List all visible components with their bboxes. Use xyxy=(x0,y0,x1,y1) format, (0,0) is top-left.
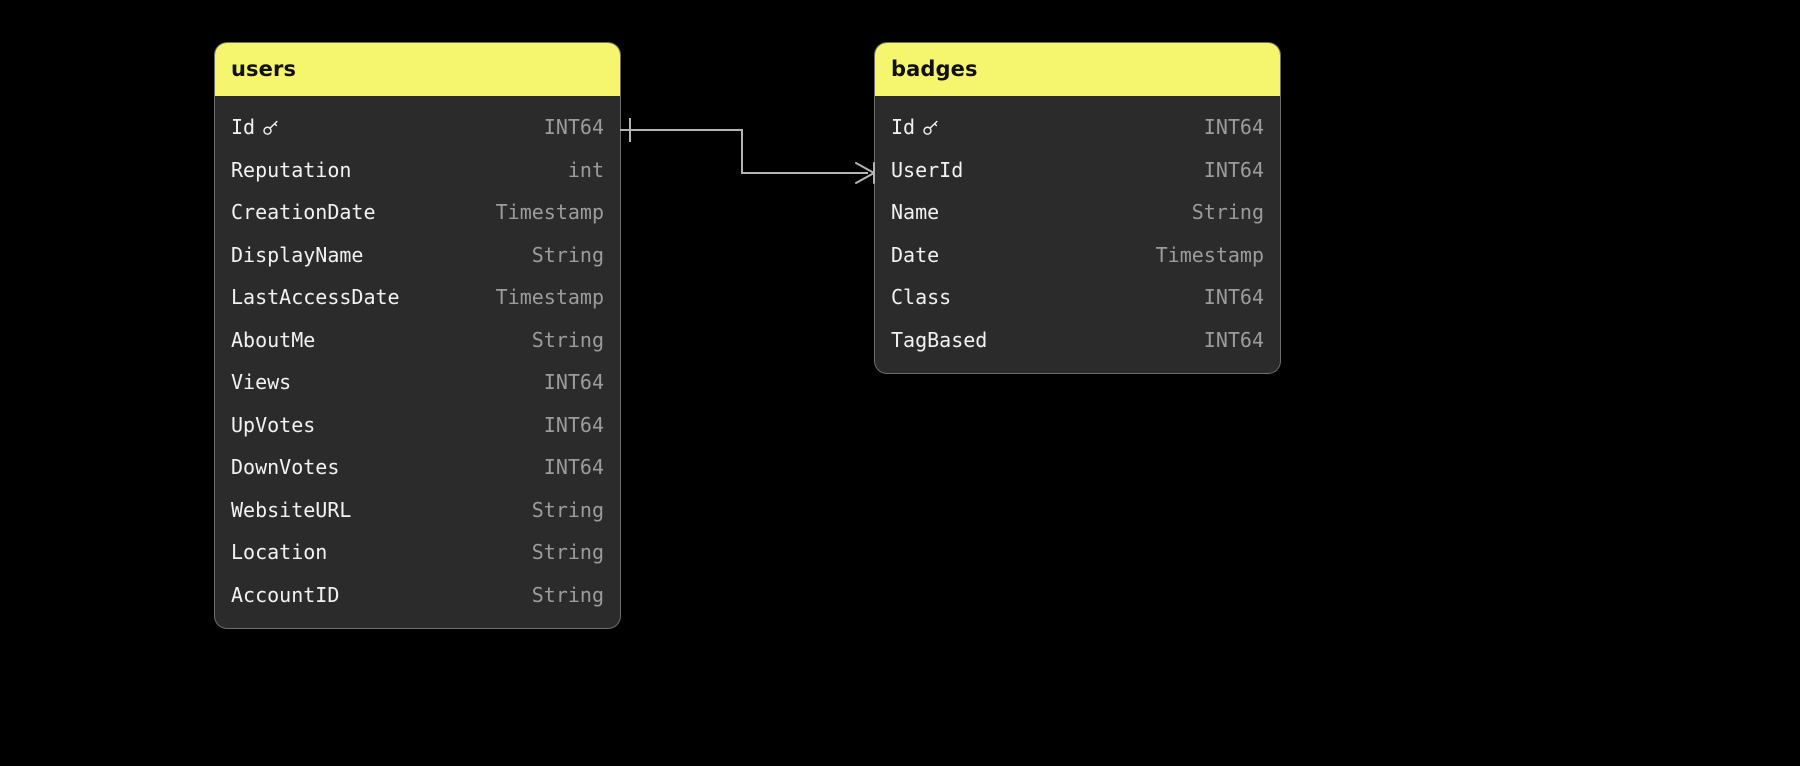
field-type-badges-id: INT64 xyxy=(1203,115,1264,140)
entity-card-users[interactable]: users Id INT64 xyxy=(215,43,620,628)
entity-title-badges: badges xyxy=(875,43,1280,96)
field-name-creationdate: CreationDate xyxy=(231,200,376,225)
field-row-name[interactable]: Name String xyxy=(875,191,1280,234)
field-type-lastaccessdate: Timestamp xyxy=(495,285,604,310)
field-row-class[interactable]: Class INT64 xyxy=(875,276,1280,319)
field-type-name: String xyxy=(1191,200,1264,225)
key-icon xyxy=(921,119,940,138)
field-row-location[interactable]: Location String xyxy=(215,531,620,574)
field-name-upvotes: UpVotes xyxy=(231,412,316,437)
field-row-badges-id[interactable]: Id INT64 xyxy=(875,106,1280,149)
field-row-websiteurl[interactable]: WebsiteURL String xyxy=(215,489,620,532)
entity-fields-users: Id INT64 Reputation int xyxy=(215,96,620,628)
key-icon xyxy=(261,119,280,138)
field-name-date: Date xyxy=(891,242,940,267)
field-row-id[interactable]: Id INT64 xyxy=(215,106,620,149)
field-name-id: Id xyxy=(231,115,280,139)
field-row-lastaccessdate[interactable]: LastAccessDate Timestamp xyxy=(215,276,620,319)
entity-card-badges[interactable]: badges Id INT64 xyxy=(875,43,1280,373)
field-name-downvotes: DownVotes xyxy=(231,455,340,480)
field-name-websiteurl: WebsiteURL xyxy=(231,497,352,522)
field-name-userid: UserId xyxy=(891,157,964,182)
field-type-reputation: int xyxy=(567,157,604,182)
field-row-views[interactable]: Views INT64 xyxy=(215,361,620,404)
field-name-class: Class xyxy=(891,285,952,310)
field-type-userid: INT64 xyxy=(1203,157,1264,182)
field-type-upvotes: INT64 xyxy=(543,412,604,437)
field-name-tagbased: TagBased xyxy=(891,327,988,352)
field-name-accountid: AccountID xyxy=(231,582,340,607)
field-row-upvotes[interactable]: UpVotes INT64 xyxy=(215,404,620,447)
field-type-views: INT64 xyxy=(543,370,604,395)
field-row-downvotes[interactable]: DownVotes INT64 xyxy=(215,446,620,489)
field-name-lastaccessdate: LastAccessDate xyxy=(231,285,400,310)
field-name-name: Name xyxy=(891,200,940,225)
field-type-displayname: String xyxy=(531,242,604,267)
field-type-class: INT64 xyxy=(1203,285,1264,310)
field-row-displayname[interactable]: DisplayName String xyxy=(215,234,620,277)
entity-fields-badges: Id INT64 UserId INT64 xyxy=(875,96,1280,373)
field-type-date: Timestamp xyxy=(1155,242,1264,267)
field-row-creationdate[interactable]: CreationDate Timestamp xyxy=(215,191,620,234)
field-row-reputation[interactable]: Reputation int xyxy=(215,149,620,192)
field-row-aboutme[interactable]: AboutMe String xyxy=(215,319,620,362)
field-type-creationdate: Timestamp xyxy=(495,200,604,225)
field-name-aboutme: AboutMe xyxy=(231,327,316,352)
field-name-reputation: Reputation xyxy=(231,157,352,182)
field-type-downvotes: INT64 xyxy=(543,455,604,480)
field-type-id: INT64 xyxy=(543,115,604,140)
field-type-accountid: String xyxy=(531,582,604,607)
field-type-websiteurl: String xyxy=(531,497,604,522)
field-row-date[interactable]: Date Timestamp xyxy=(875,234,1280,277)
cardinality-many-marker xyxy=(855,162,875,184)
field-name-views: Views xyxy=(231,370,292,395)
field-row-userid[interactable]: UserId INT64 xyxy=(875,149,1280,192)
field-type-location: String xyxy=(531,540,604,565)
field-row-tagbased[interactable]: TagBased INT64 xyxy=(875,319,1280,362)
field-name-displayname: DisplayName xyxy=(231,242,364,267)
field-row-accountid[interactable]: AccountID String xyxy=(215,574,620,617)
field-type-tagbased: INT64 xyxy=(1203,327,1264,352)
entity-title-users: users xyxy=(215,43,620,96)
field-name-badges-id: Id xyxy=(891,115,940,139)
field-name-location: Location xyxy=(231,540,328,565)
field-type-aboutme: String xyxy=(531,327,604,352)
